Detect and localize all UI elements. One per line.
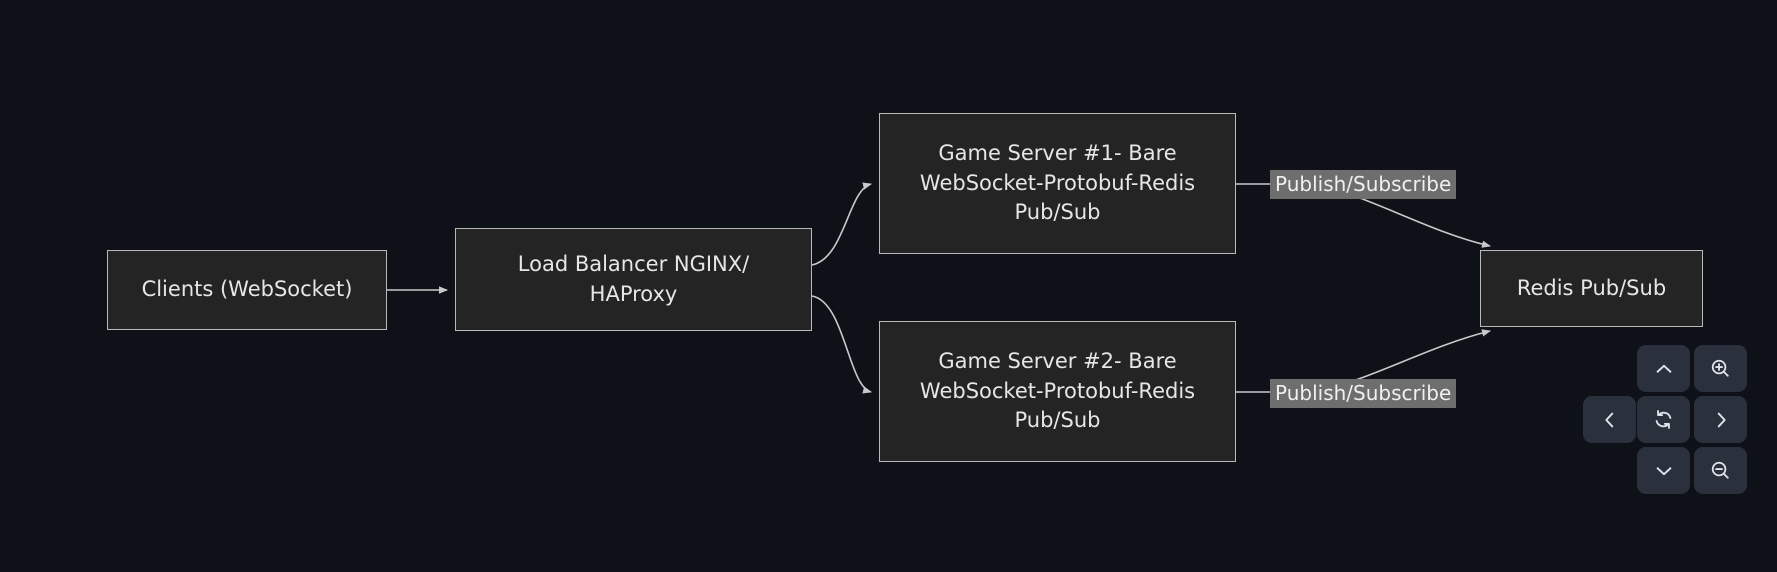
reset-view-button[interactable] <box>1637 396 1690 443</box>
node-clients-label: Clients (WebSocket) <box>141 277 353 302</box>
edge-label-publish-subscribe-bottom[interactable]: Publish/Subscribe <box>1270 379 1457 408</box>
chevron-left-icon <box>1604 412 1613 427</box>
node-load-balancer[interactable]: Load Balancer NGINX/HAProxy <box>455 228 812 331</box>
viewport-controls[interactable] <box>1583 345 1747 494</box>
zoom-in-icon <box>1711 359 1729 377</box>
chevron-up-icon <box>1656 364 1671 373</box>
refresh-icon <box>1655 410 1672 429</box>
node-load-balancer-label: Load Balancer NGINX/HAProxy <box>517 251 750 306</box>
chevron-right-icon <box>1717 412 1726 427</box>
chevron-down-icon <box>1656 466 1671 475</box>
zoom-out-icon <box>1711 461 1729 479</box>
edge-loadbalancer-to-gameserver2 <box>811 295 872 394</box>
pan-down-button[interactable] <box>1637 447 1690 494</box>
node-clients[interactable]: Clients (WebSocket) <box>107 250 387 330</box>
zoom-in-button[interactable] <box>1694 345 1747 392</box>
pan-right-button[interactable] <box>1694 396 1747 443</box>
edge-label-publish-subscribe-top[interactable]: Publish/Subscribe <box>1270 170 1457 199</box>
pan-left-button[interactable] <box>1583 396 1636 443</box>
zoom-out-button[interactable] <box>1694 447 1747 494</box>
node-redis-pubsub-label: Redis Pub/Sub <box>1516 275 1667 300</box>
pan-up-button[interactable] <box>1637 345 1690 392</box>
node-redis-pubsub[interactable]: Redis Pub/Sub <box>1480 250 1703 327</box>
edge-loadbalancer-to-gameserver1 <box>811 182 872 266</box>
